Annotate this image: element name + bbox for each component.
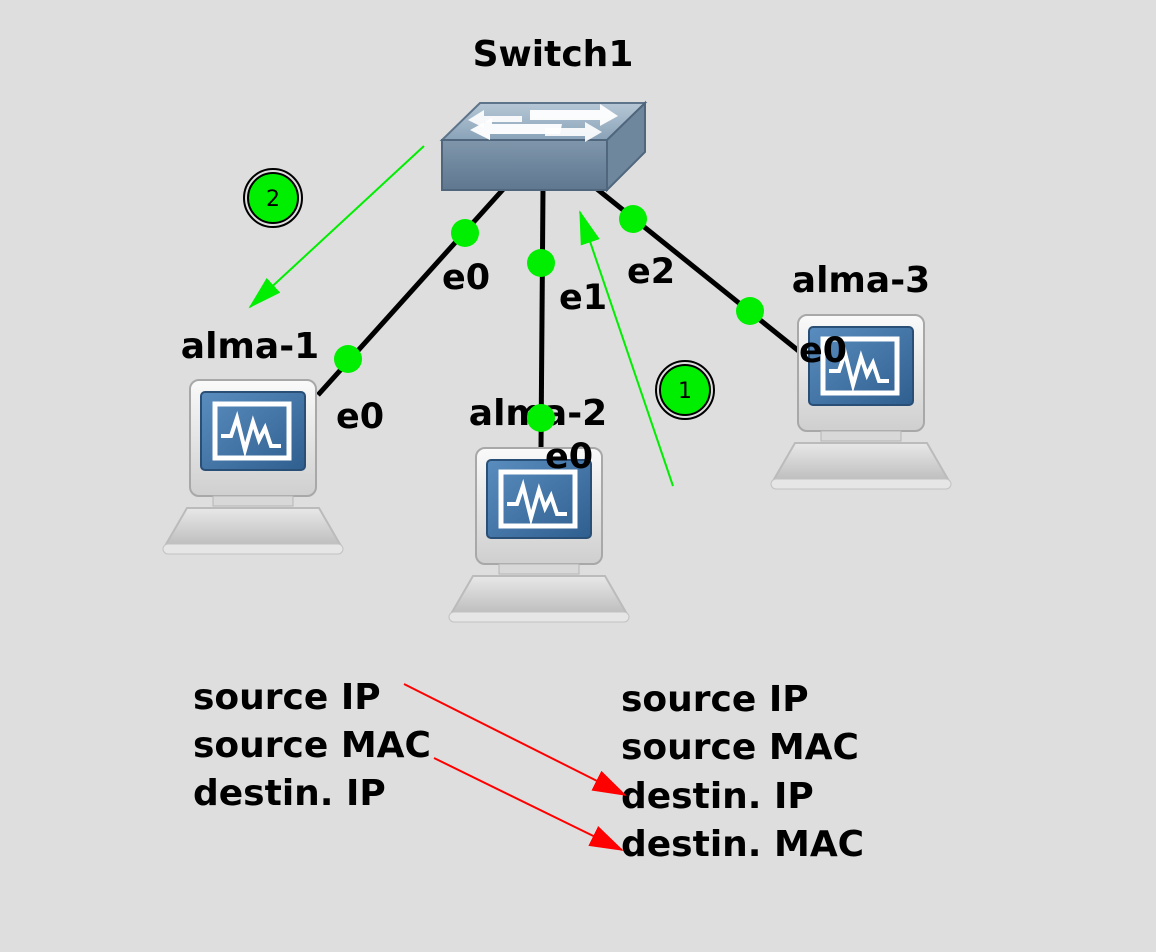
- packet-left-field: source MAC: [193, 725, 431, 766]
- packet-right-field: destin. MAC: [621, 824, 864, 865]
- pc-icon: [163, 380, 343, 554]
- packet-right-field: source IP: [621, 679, 809, 720]
- alma-1-node[interactable]: alma-1: [163, 326, 343, 554]
- port-dot-switch-e2[interactable]: [619, 205, 647, 233]
- alma-1-label: alma-1: [181, 326, 319, 367]
- step-badge-2: 2: [243, 168, 303, 228]
- flow-arrow-step-2: [248, 145, 425, 309]
- switch-node[interactable]: Switch1: [439, 34, 648, 193]
- packet-left-field: destin. IP: [193, 773, 386, 814]
- alma-3-label: alma-3: [792, 260, 930, 301]
- packet-right: source IP source MAC destin. IP destin. …: [621, 679, 864, 865]
- switch-icon: [439, 100, 648, 193]
- port-labels: e0 e1 e2 e0 e0 e0: [336, 252, 847, 477]
- flow-arrows: [248, 145, 674, 487]
- alma-3-node[interactable]: alma-3: [771, 260, 951, 489]
- port-dot-alma2-e0[interactable]: [527, 404, 555, 432]
- port-dot-alma1-e0[interactable]: [334, 345, 362, 373]
- port-dot-switch-e0[interactable]: [451, 219, 479, 247]
- pc-icon: [449, 448, 629, 622]
- port-label-alma3-e0: e0: [799, 331, 847, 371]
- pc-icon: [771, 315, 951, 489]
- switch-label: Switch1: [473, 34, 634, 75]
- step-badge-1: 1: [655, 360, 715, 420]
- mapping-arrows: [403, 683, 627, 851]
- packet-right-field: source MAC: [621, 727, 859, 768]
- mapping-arrow-mac: [433, 757, 624, 851]
- port-label-switch-e0: e0: [442, 258, 490, 298]
- port-dot-alma3-e0[interactable]: [736, 297, 764, 325]
- port-label-switch-e2: e2: [627, 252, 675, 292]
- step-badge-1-label: 1: [678, 379, 692, 404]
- port-dot-switch-e1[interactable]: [527, 249, 555, 277]
- mapping-arrow-ip: [403, 683, 627, 796]
- port-label-switch-e1: e1: [559, 278, 607, 318]
- port-dots: [334, 205, 764, 432]
- packet-left: source IP source MAC destin. IP: [193, 677, 431, 814]
- port-label-alma1-e0: e0: [336, 397, 384, 437]
- packet-left-field: source IP: [193, 677, 381, 718]
- flow-arrow-step-1: [579, 210, 674, 487]
- step-badge-2-label: 2: [266, 187, 280, 212]
- packet-right-field: destin. IP: [621, 776, 814, 817]
- port-label-alma2-e0: e0: [545, 437, 593, 477]
